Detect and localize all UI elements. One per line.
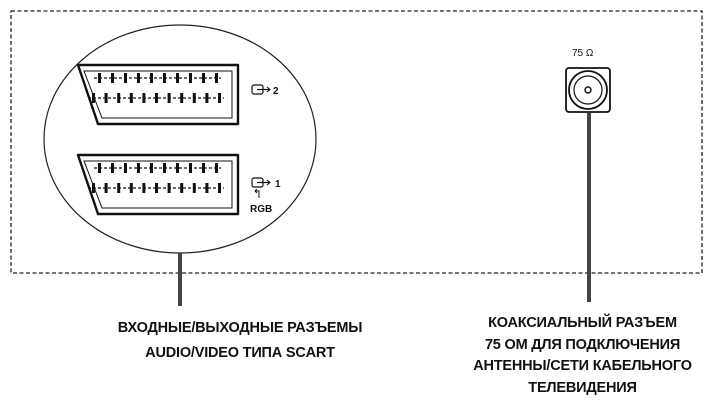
impedance-label: 75 Ω: [572, 48, 594, 59]
scart-pin: [218, 93, 221, 103]
scart-pin: [92, 183, 95, 193]
scart-pin: [104, 183, 108, 193]
scart-pin: [167, 183, 171, 193]
caption-line: АНТЕННЫ/СЕТИ КАБЕЛЬНОГО: [473, 358, 692, 374]
scart-pin: [189, 73, 192, 83]
scart-pin: [124, 73, 127, 83]
scart-1-label: 1: [275, 179, 281, 190]
scart-group-ellipse: [43, 24, 317, 254]
scart-pin: [192, 183, 196, 193]
scart-pin: [137, 73, 140, 83]
scart-connector-1: [76, 153, 240, 216]
scart-pin: [163, 73, 166, 83]
scart-pin: [205, 183, 209, 193]
scart-connector-2: [76, 63, 240, 126]
scart-pin-rows: [88, 73, 224, 103]
coax-connector-icon: [565, 67, 611, 113]
scart-pin: [92, 93, 95, 103]
scart-connector-icon: [76, 63, 240, 126]
coaxial-caption: КОАКСИАЛЬНЫЙ РАЗЪЕМ 75 ОМ ДЛЯ ПОДКЛЮЧЕНИ…: [450, 313, 715, 399]
scart-pin: [215, 163, 218, 173]
scart-caption: ВХОДНЫЕ/ВЫХОДНЫЕ РАЗЪЕМЫ AUDIO/VIDEO ТИП…: [110, 316, 370, 366]
scart-pin: [104, 93, 108, 103]
scart-connector-icon: [76, 153, 240, 216]
scart-pin: [111, 73, 114, 83]
scart-pin: [129, 183, 133, 193]
scart-pin: [192, 93, 196, 103]
caption-line: ТЕЛЕВИДЕНИЯ: [528, 379, 637, 396]
scart-pin: [111, 163, 114, 173]
scart-pin: [163, 163, 166, 173]
scart-pin: [129, 93, 133, 103]
input-output-arrow-icon: [251, 84, 271, 95]
caption-line: AUDIO/VIDEO ТИПА SCART: [145, 345, 335, 361]
scart-pin: [98, 73, 101, 83]
scart-pin: [205, 93, 209, 103]
scart-pin: [189, 163, 192, 173]
caption-line: КОАКСИАЛЬНЫЙ РАЗЪЕМ: [488, 315, 677, 331]
scart-pin: [215, 73, 218, 83]
scart-pin: [218, 183, 221, 193]
scart-pin: [117, 183, 121, 193]
scart-pin: [150, 73, 153, 83]
scart-pin: [176, 73, 179, 83]
scart-pin: [150, 163, 153, 173]
caption-line: 75 ОМ ДЛЯ ПОДКЛЮЧЕНИЯ: [484, 336, 681, 353]
scart-pin: [155, 183, 158, 193]
scart-2-label: 2: [273, 86, 279, 97]
scart-pin: [202, 73, 205, 83]
scart-pin-rows: [88, 163, 224, 193]
scart-pin: [167, 93, 171, 103]
scart-pin: [180, 93, 184, 103]
scart-pin: [117, 93, 121, 103]
rgb-label: RGB: [250, 204, 272, 215]
scart-pin: [142, 183, 146, 193]
panel-outline: [10, 10, 703, 274]
scart-pin: [142, 93, 146, 103]
scart-pin: [98, 163, 101, 173]
scart-pin: [124, 163, 127, 173]
scart-pin: [202, 163, 205, 173]
scart-pin: [176, 163, 179, 173]
scart-pin: [137, 163, 140, 173]
scart-pin: [155, 93, 158, 103]
input-output-arrow-icon: [251, 177, 271, 198]
caption-line: ВХОДНЫЕ/ВЫХОДНЫЕ РАЗЪЕМЫ: [117, 320, 363, 336]
scart-pin: [180, 183, 184, 193]
